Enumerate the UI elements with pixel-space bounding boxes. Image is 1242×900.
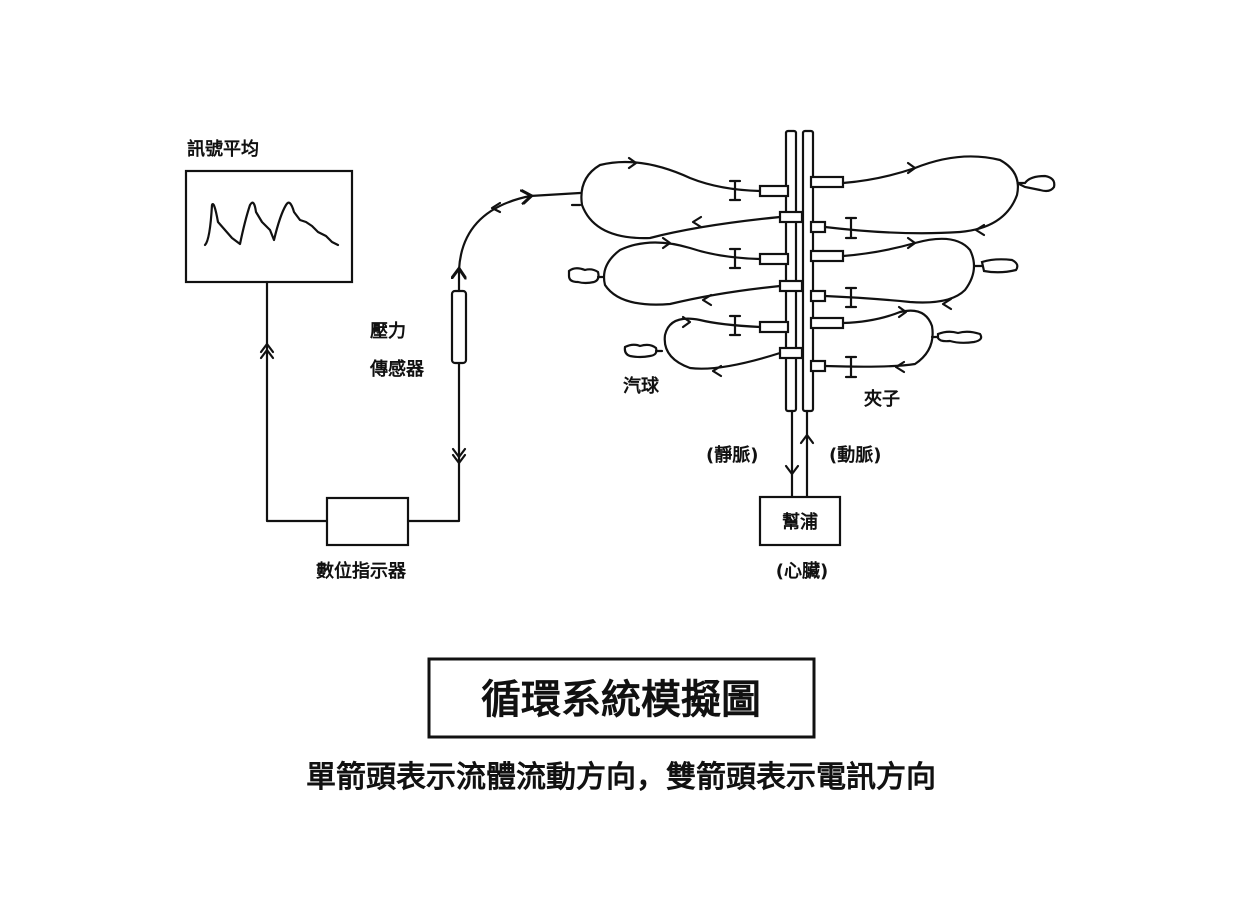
sensor-tube: [459, 193, 582, 293]
balloon-icons: [567, 174, 1056, 359]
double-arrow-up-icon: [259, 342, 275, 360]
pump-label: 幫浦: [782, 511, 818, 533]
vein-tube: [784, 129, 798, 413]
pressure-label: 壓力: [370, 321, 406, 342]
pressure-sensor: [450, 289, 468, 365]
arrow-left-icon: [490, 201, 502, 214]
signal-average-label: 訊號平均: [187, 138, 259, 160]
signal-wire-left: [265, 280, 329, 523]
heart-label: (心臟): [776, 560, 828, 582]
digital-indicator-box: [325, 496, 410, 547]
artery-loop-3: [823, 309, 934, 368]
artery-branches: [809, 175, 845, 373]
diagram-title: 循環系統模擬圖: [481, 677, 761, 723]
pump-tubes: [790, 409, 809, 499]
artery-loop-1: [823, 155, 1019, 235]
signal-wire-right: [406, 361, 461, 523]
diagram-subtitle: 單箭頭表示流體流動方向，雙箭頭表示電訊方向: [306, 760, 936, 795]
balloon-label: 汽球: [623, 375, 660, 397]
signal-average-monitor: [184, 169, 354, 284]
title-box: [427, 657, 816, 739]
artery-label: (動脈): [829, 444, 881, 466]
vein-loop-2: [602, 241, 782, 306]
digital-indicator-label: 數位指示器: [316, 560, 407, 582]
sensor-label: 傳感器: [369, 358, 425, 380]
vein-label: (靜脈): [706, 444, 758, 466]
clamp-icons: [728, 179, 858, 379]
vein-loop-1: [580, 160, 782, 240]
pressure-waveform: [203, 201, 340, 247]
artery-loop-2: [823, 237, 976, 304]
clamp-label: 夾子: [864, 388, 900, 410]
double-arrow-down-icon: [451, 447, 467, 465]
pump-box: [758, 495, 842, 547]
